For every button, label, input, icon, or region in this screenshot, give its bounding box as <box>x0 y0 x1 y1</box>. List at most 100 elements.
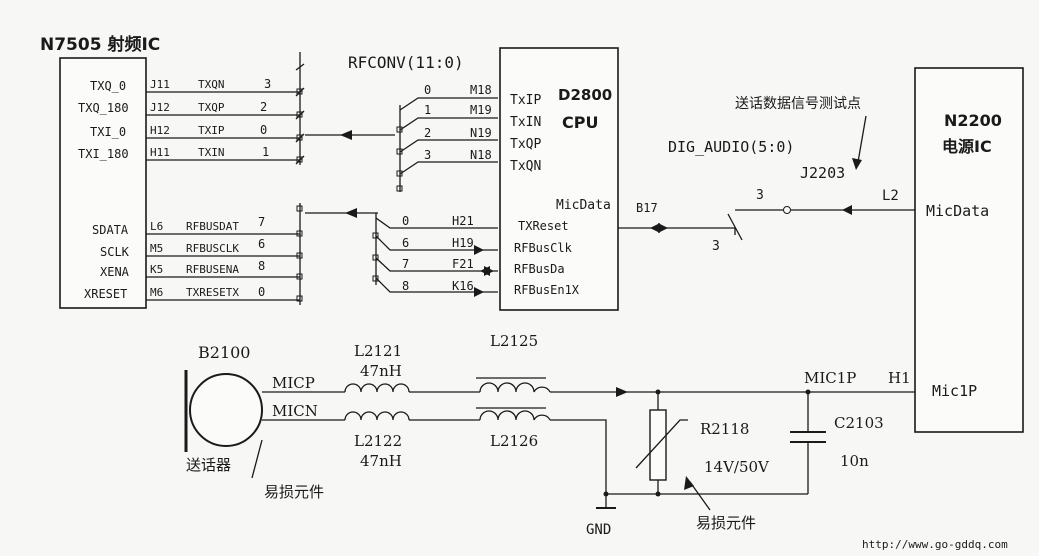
n7505-pin-numbers: J11 J12 H12 H11 L6 M5 K5 M6 <box>150 78 170 299</box>
n7505-title: N7505 射频IC <box>40 34 160 55</box>
svg-text:M18: M18 <box>470 83 492 97</box>
pin-number: M5 <box>150 242 163 255</box>
audio-bit: 3 <box>712 239 720 254</box>
d2800-sub: CPU <box>562 113 598 132</box>
l2121-value: 47nH <box>360 362 402 380</box>
n2200-id: N2200 <box>944 111 1002 130</box>
d2800-bus-bits: 0 1 2 3 0 6 7 8 <box>402 83 431 293</box>
dig-audio-label: DIG_AUDIO(5:0) <box>668 138 794 156</box>
cpu-pin: TxIN <box>510 115 541 130</box>
n7505-bit-numbers: 3 2 0 1 7 6 8 0 <box>258 77 271 299</box>
b2100-label: B2100 <box>198 343 250 362</box>
n7505-signal-names: TXQN TXQP TXIP TXIN RFBUSDAT RFBUSCLK RF… <box>186 78 239 299</box>
rfconv-bus-right-upper <box>396 97 498 192</box>
arrow-up-icon <box>684 476 694 490</box>
svg-text:3: 3 <box>424 148 431 162</box>
svg-text:7: 7 <box>402 257 409 271</box>
n7505-wires <box>146 91 300 301</box>
rfconv-bus-left-upper <box>295 52 305 165</box>
n7505-ic-box <box>59 57 147 309</box>
mic1p-net-label: MIC1P <box>804 369 856 387</box>
svg-text:M19: M19 <box>470 103 492 117</box>
ground-bus <box>596 491 808 509</box>
micdata-path <box>618 205 915 241</box>
pin-number: K5 <box>150 263 163 276</box>
mic-label: 送话器 <box>186 456 231 474</box>
audio-bit: 3 <box>756 188 764 203</box>
signal-name: RFBUSDAT <box>186 220 239 233</box>
svg-text:6: 6 <box>402 236 409 250</box>
n7505-pin: SDATA <box>92 223 129 237</box>
fragile-label-1: 易损元件 <box>264 483 324 501</box>
fragile-pointer-2 <box>689 481 711 511</box>
arrow-right-icon <box>474 287 484 297</box>
pin-number: L6 <box>150 220 163 233</box>
signal-name: RFBUSENA <box>186 263 239 276</box>
n7505-pin: SCLK <box>100 245 130 259</box>
svg-text:0: 0 <box>258 285 265 299</box>
n7505-pins: TXQ_0 TXQ_180 TXI_0 TXI_180 SDATA SCLK X… <box>78 79 130 301</box>
d2800-pin-numbers: M18 M19 N19 N18 H21 H19 F21 K16 <box>452 83 492 293</box>
svg-text:0: 0 <box>424 83 431 97</box>
c2103-value: 10n <box>840 452 869 470</box>
arrow-left-icon <box>340 130 352 140</box>
microphone-icon <box>189 373 263 447</box>
rfconv-label: RFCONV(11:0) <box>348 53 464 72</box>
d2800-id: D2800 <box>558 86 612 104</box>
arrow-right-icon <box>484 266 494 276</box>
svg-text:2: 2 <box>424 126 431 140</box>
fragile-label-2: 易损元件 <box>696 514 756 532</box>
n7505-pin: TXI_0 <box>90 125 126 139</box>
test-point-pointer <box>857 115 867 163</box>
rfconv-bus-right-lower <box>372 213 498 293</box>
pin-number: J11 <box>150 78 170 91</box>
rfconv-bus-left-lower <box>296 203 303 305</box>
pin-number: H12 <box>150 124 170 137</box>
n2200-pin-mic1p: Mic1P <box>932 382 977 400</box>
r2118-varistor <box>635 392 688 497</box>
h1-label: H1 <box>888 369 911 387</box>
svg-text:0: 0 <box>260 123 267 137</box>
micp-label: MICP <box>272 374 315 392</box>
n7505-pin: TXQ_0 <box>90 79 126 93</box>
website-url: http://www.go-gddq.com <box>862 538 1008 551</box>
signal-name: RFBUSCLK <box>186 242 239 255</box>
svg-text:6: 6 <box>258 237 265 251</box>
signal-name: TXRESETX <box>186 286 239 299</box>
micn-label: MICN <box>272 402 318 420</box>
l2121-id: L2121 <box>354 342 402 360</box>
n2200-pin-micdata: MicData <box>926 202 989 220</box>
svg-text:7: 7 <box>258 215 265 229</box>
cpu-pin: RFBusDa <box>514 262 565 276</box>
svg-text:1: 1 <box>262 145 269 159</box>
signal-name: TXIP <box>198 124 225 137</box>
n2200-ic-box <box>914 67 1024 433</box>
fragile-pointer-1 <box>251 439 263 479</box>
c2103-id: C2103 <box>834 414 884 432</box>
svg-text:N19: N19 <box>470 126 492 140</box>
c2103-capacitor <box>790 392 826 494</box>
svg-text:8: 8 <box>258 259 265 273</box>
signal-name: TXIN <box>198 146 225 159</box>
pin-number: H11 <box>150 146 170 159</box>
n7505-pin: TXQ_180 <box>78 101 129 115</box>
svg-text:3: 3 <box>264 77 271 91</box>
l2122-value: 47nH <box>360 452 402 470</box>
gnd-label: GND <box>586 522 611 538</box>
svg-text:1: 1 <box>424 103 431 117</box>
arrow-left-icon <box>345 208 357 218</box>
pin-number: J12 <box>150 101 170 114</box>
j2203-test-point <box>783 206 791 214</box>
svg-text:H21: H21 <box>452 214 474 228</box>
signal-name: TXQP <box>198 101 225 114</box>
micp-line <box>262 377 915 397</box>
svg-text:8: 8 <box>402 279 409 293</box>
svg-text:N18: N18 <box>470 148 492 162</box>
n2200-sub: 电源IC <box>942 137 992 156</box>
d2800-cpu-box <box>499 47 619 311</box>
svg-text:0: 0 <box>402 214 409 228</box>
svg-text:2: 2 <box>260 100 267 114</box>
cpu-pin: TxQP <box>510 137 541 152</box>
n7505-pin: TXI_180 <box>78 147 129 161</box>
